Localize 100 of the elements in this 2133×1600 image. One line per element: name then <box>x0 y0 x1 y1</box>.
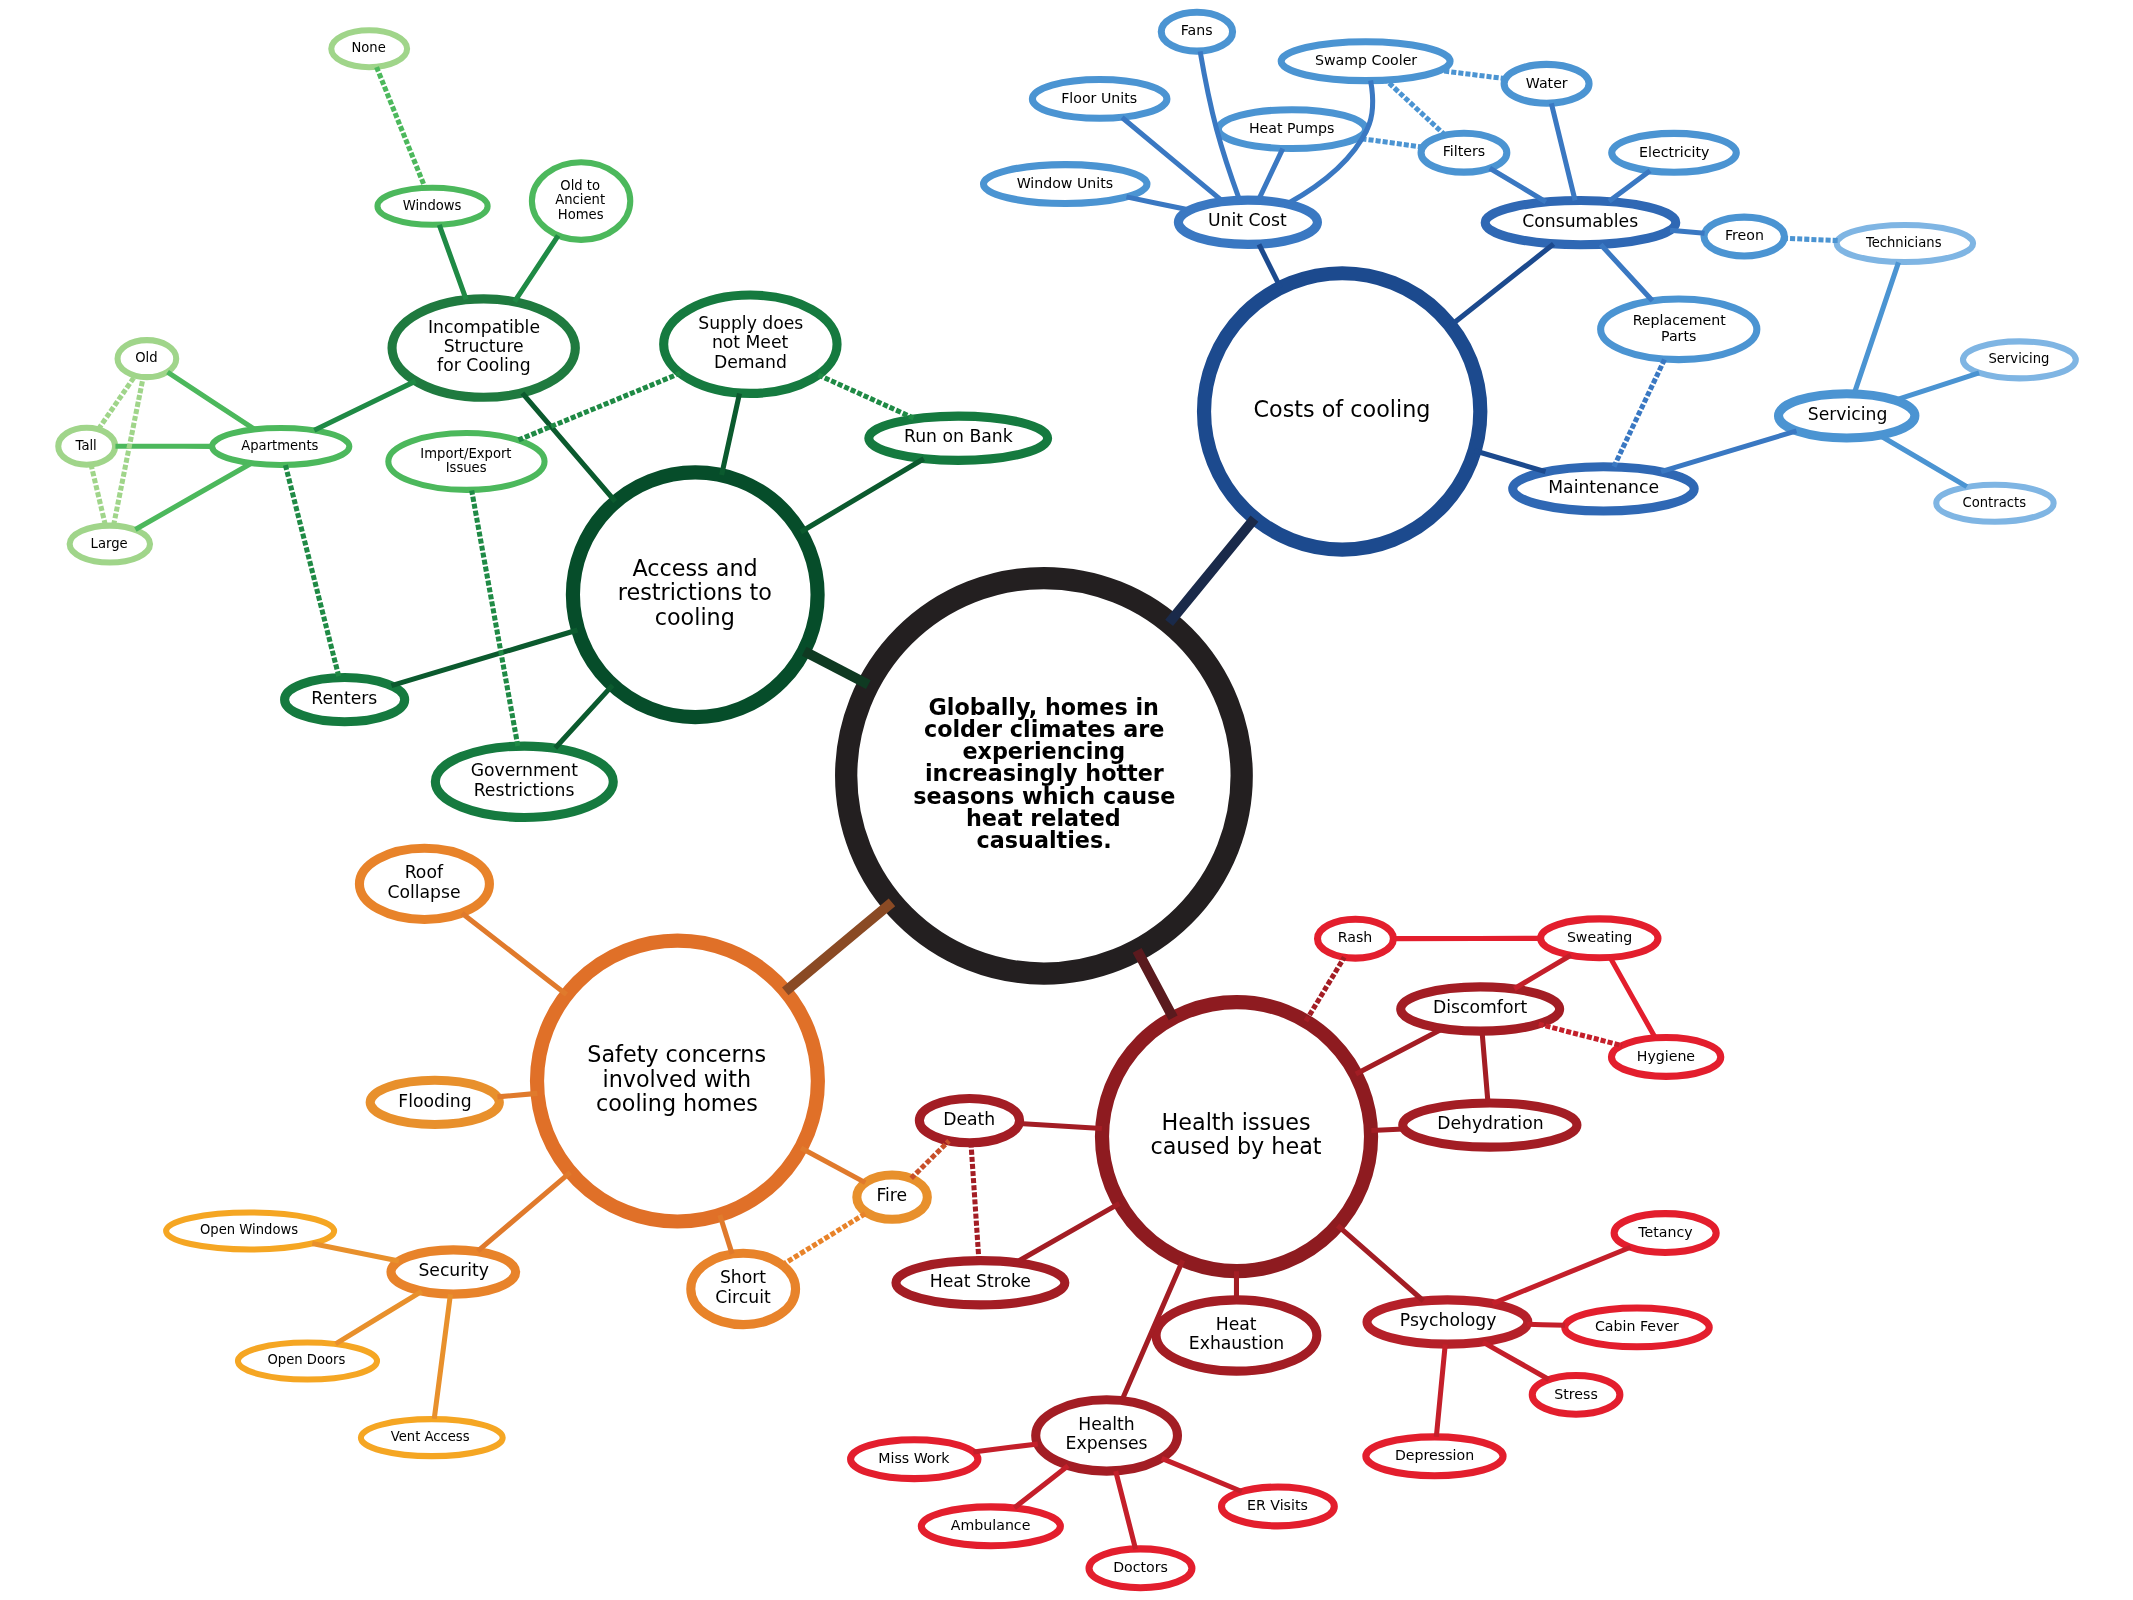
node-ellipse: ER Visits <box>1217 1483 1338 1530</box>
node-ellipse: Apartments <box>208 424 352 468</box>
connector <box>780 1210 868 1267</box>
node-ellipse: Vent Access <box>357 1416 506 1460</box>
node-circle: Safety concerns involved with cooling homes <box>529 933 825 1229</box>
connector <box>1012 1463 1070 1510</box>
connector <box>1659 428 1797 474</box>
connector <box>1607 168 1652 204</box>
node-ellipse: Servicing <box>1773 389 1919 443</box>
connector <box>1548 102 1577 201</box>
connector <box>1370 1126 1404 1133</box>
connector <box>390 627 578 689</box>
connector <box>333 1289 423 1346</box>
connector <box>816 372 916 422</box>
connector <box>1125 194 1190 213</box>
node-ellipse: Open Windows <box>162 1209 337 1253</box>
node-ellipse: Heat Stroke <box>890 1256 1069 1310</box>
node-ellipse: Maintenance <box>1507 462 1699 516</box>
connector <box>1433 1344 1448 1437</box>
connector <box>475 1170 572 1254</box>
connector <box>459 911 568 997</box>
node-ellipse: Window Units <box>979 161 1150 208</box>
node-ellipse: Import/Export Issues <box>384 429 548 493</box>
connector <box>718 393 742 476</box>
node-ellipse: Dehydration <box>1397 1098 1581 1152</box>
connector <box>436 224 468 301</box>
connector <box>716 1214 734 1255</box>
node-ellipse: Cabin Fever <box>1560 1304 1713 1351</box>
node-ellipse: Heat Exhaustion <box>1151 1295 1321 1376</box>
node-ellipse: Depression <box>1361 1433 1507 1480</box>
node-ellipse: Discomfort <box>1395 982 1564 1036</box>
node-ellipse: Large <box>66 522 153 566</box>
connector <box>1393 935 1541 942</box>
node-ellipse: Unit Cost <box>1173 195 1322 249</box>
node-ellipse: Fire <box>851 1170 932 1224</box>
connector <box>1537 1021 1623 1049</box>
connector <box>1303 955 1346 1023</box>
node-ellipse: Hygiene <box>1607 1034 1724 1080</box>
connector <box>1160 1455 1243 1494</box>
node-ellipse: Swamp Cooler <box>1277 38 1454 85</box>
connector <box>1439 68 1506 82</box>
connector <box>1598 242 1654 303</box>
connector <box>311 1241 399 1264</box>
node-ellipse: Tall <box>54 424 118 468</box>
connector <box>1132 948 1178 1021</box>
node-ellipse: Health Expenses <box>1030 1395 1182 1476</box>
node-ellipse: Flooding <box>365 1075 504 1130</box>
node-ellipse: Ambulance <box>917 1503 1064 1550</box>
connector <box>1491 1244 1631 1306</box>
node-ellipse: Stress <box>1528 1371 1623 1418</box>
node-ellipse: Old to Ancient Homes <box>528 159 633 243</box>
connector <box>1164 515 1258 627</box>
node-ellipse: Roof Collapse <box>354 843 494 925</box>
connector <box>88 464 108 526</box>
node-ellipse: Fans <box>1157 8 1236 55</box>
node-ellipse: Rash <box>1313 915 1397 962</box>
node-ellipse: Short Circuit <box>685 1248 800 1330</box>
connector <box>972 1441 1038 1455</box>
connector <box>96 374 137 431</box>
node-ellipse: Renters <box>279 672 409 727</box>
node-ellipse: Servicing <box>1959 338 2079 382</box>
node-ellipse: Filters <box>1417 129 1510 176</box>
connector <box>1112 1470 1138 1550</box>
node-circle: Globally, homes in colder climates are experiencing increasingly hotter seasons which cause heat related casualties. <box>834 566 1253 985</box>
node-ellipse: None <box>327 27 410 71</box>
connector <box>468 490 520 747</box>
node-ellipse: Consumables <box>1480 196 1680 250</box>
connector <box>1611 357 1667 468</box>
connector <box>517 370 681 443</box>
connector <box>1335 1223 1425 1303</box>
connector <box>552 683 614 750</box>
connector <box>801 646 871 690</box>
node-ellipse: Tetancy <box>1610 1210 1720 1257</box>
node-ellipse: Run on Bank <box>863 411 1052 465</box>
node-ellipse: Windows <box>373 184 491 228</box>
node-ellipse: Supply does not Meet Demand <box>658 290 842 398</box>
node-ellipse: Freon <box>1699 213 1788 260</box>
connector <box>1526 1321 1565 1328</box>
connector <box>1481 1339 1550 1382</box>
node-ellipse: Security <box>385 1245 520 1299</box>
connector <box>511 234 560 303</box>
node-ellipse: Floor Units <box>1028 75 1170 122</box>
connector <box>781 898 895 996</box>
node-ellipse: Open Doors <box>234 1339 380 1383</box>
node-ellipse: Contracts <box>1932 481 2057 525</box>
node-ellipse: Doctors <box>1084 1545 1195 1592</box>
node-ellipse: Psychology <box>1361 1295 1532 1349</box>
node-ellipse: Sweating <box>1536 915 1661 962</box>
node-ellipse: Old <box>114 337 179 381</box>
connector <box>496 1090 538 1100</box>
connector <box>1669 227 1705 236</box>
node-ellipse: Replacement Parts <box>1596 295 1760 364</box>
connector <box>908 1139 951 1180</box>
connector <box>282 464 341 679</box>
connector <box>312 378 417 433</box>
node-ellipse: Electricity <box>1607 129 1740 176</box>
connector <box>1487 166 1547 205</box>
node-ellipse: Technicians <box>1833 221 1976 266</box>
node-ellipse: Water <box>1500 60 1593 107</box>
node-ellipse: Death <box>914 1093 1024 1148</box>
